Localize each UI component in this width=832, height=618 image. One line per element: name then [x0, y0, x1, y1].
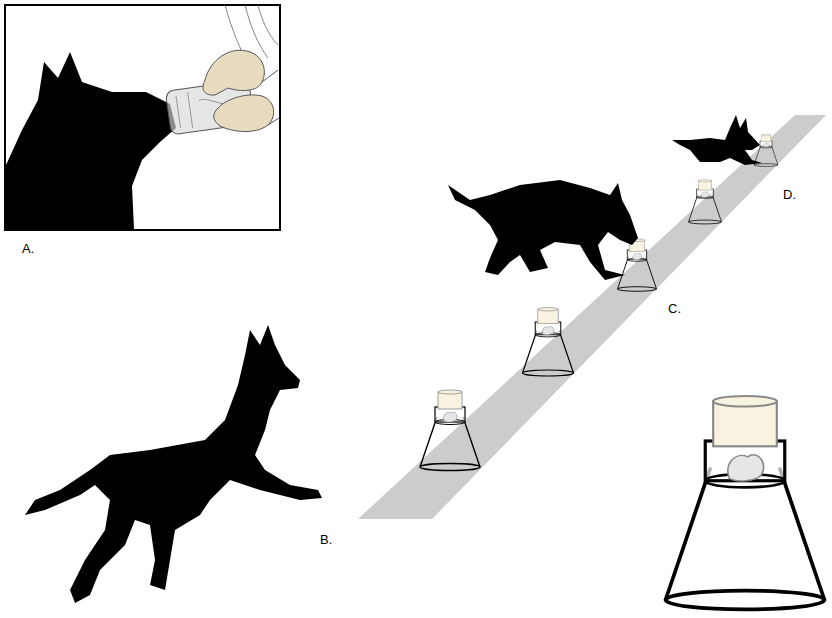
panel-letter: C.	[668, 301, 681, 317]
panel-letter: D.	[783, 187, 796, 203]
panel-letter: A.	[22, 241, 34, 257]
panel-a	[5, 5, 280, 230]
dog-sniffing	[448, 180, 638, 280]
cone-detail	[666, 396, 825, 609]
dog-running	[25, 325, 322, 603]
panel-letter: B.	[320, 532, 332, 548]
dog-lying	[672, 115, 762, 165]
